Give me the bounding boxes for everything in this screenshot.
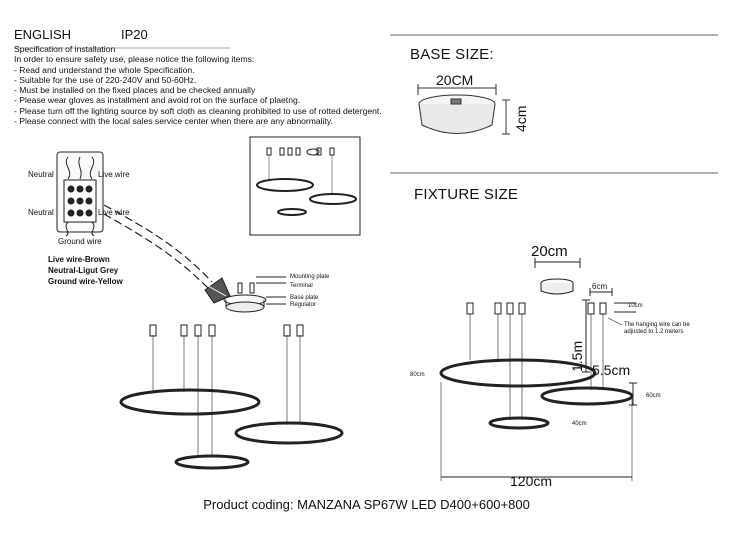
fixture-size-title: FIXTURE SIZE — [414, 186, 519, 203]
neutral-top-label: Neutral — [28, 170, 54, 179]
spec-item: - Suitable for the use of 220-240V and 5… — [14, 74, 197, 85]
wire-color-legend: Live wire-Brown Neutral-Ligut Grey Groun… — [48, 254, 123, 287]
product-coding: Product coding: MANZANA SP67W LED D400+6… — [203, 497, 530, 512]
spec-item: - Please turn off the lighting source by… — [14, 105, 382, 116]
ring-label-left: 80cm — [410, 372, 425, 378]
fixture-base-width: 20cm — [531, 243, 568, 260]
terminal-block-diagram — [56, 151, 213, 289]
fixture-small-gap: 10cm — [628, 303, 643, 309]
legend-ground: Ground wire-Yellow — [48, 277, 123, 286]
hanging-wire-note: The hanging wire can be adjusted to 1.2 … — [624, 322, 690, 335]
base-height-label: 4cm — [513, 105, 529, 132]
terminal-label: Terminal — [290, 283, 313, 289]
ip-rating-label: IP20 — [121, 27, 148, 42]
ring-label-bottom: 40cm — [572, 421, 587, 427]
spec-item: - Read and understand the whole Specific… — [14, 64, 195, 75]
legend-live: Live wire-Brown — [48, 255, 110, 264]
fixture-drop: 1.5m — [569, 340, 585, 372]
regulator-label: Regulator — [290, 302, 317, 308]
base-width-label: 20CM — [436, 72, 474, 88]
ground-wire-label: Ground wire — [58, 237, 102, 246]
mounting-plate-label: Mounting plate — [290, 274, 330, 280]
base-plate-drawing — [417, 84, 510, 135]
main-product-drawing — [119, 324, 344, 470]
mounting-plate-diagram — [204, 276, 286, 313]
live-top-label: Live wire — [98, 170, 130, 179]
spec-title: Specification of installation — [14, 44, 116, 54]
fixture-spacing: 6cm — [592, 282, 608, 291]
spec-item: - Please wear gloves as installment and … — [14, 95, 301, 106]
spec-intro: In order to ensure safety use, please no… — [14, 54, 255, 65]
live-bottom-label: Live wire — [98, 208, 130, 217]
fixture-drawing — [439, 258, 637, 481]
total-width-label: 120cm — [510, 473, 553, 489]
specification-block: Specification of installation In order t… — [14, 44, 394, 126]
base-plate-label: Base plate — [290, 295, 319, 301]
language-label: ENGLISH — [14, 27, 72, 42]
base-size-title: BASE SIZE: — [410, 46, 494, 63]
spec-item: - Please connect with the local sales se… — [14, 116, 333, 127]
legend-neutral: Neutral-Ligut Grey — [48, 266, 119, 275]
product-inset — [249, 136, 361, 236]
neutral-bottom-label: Neutral — [28, 208, 54, 217]
spec-item: - Must be installed on the fixed places … — [14, 85, 256, 96]
fixture-ring-height: 5.5cm — [592, 362, 631, 378]
ring-label-right: 60cm — [646, 393, 661, 399]
